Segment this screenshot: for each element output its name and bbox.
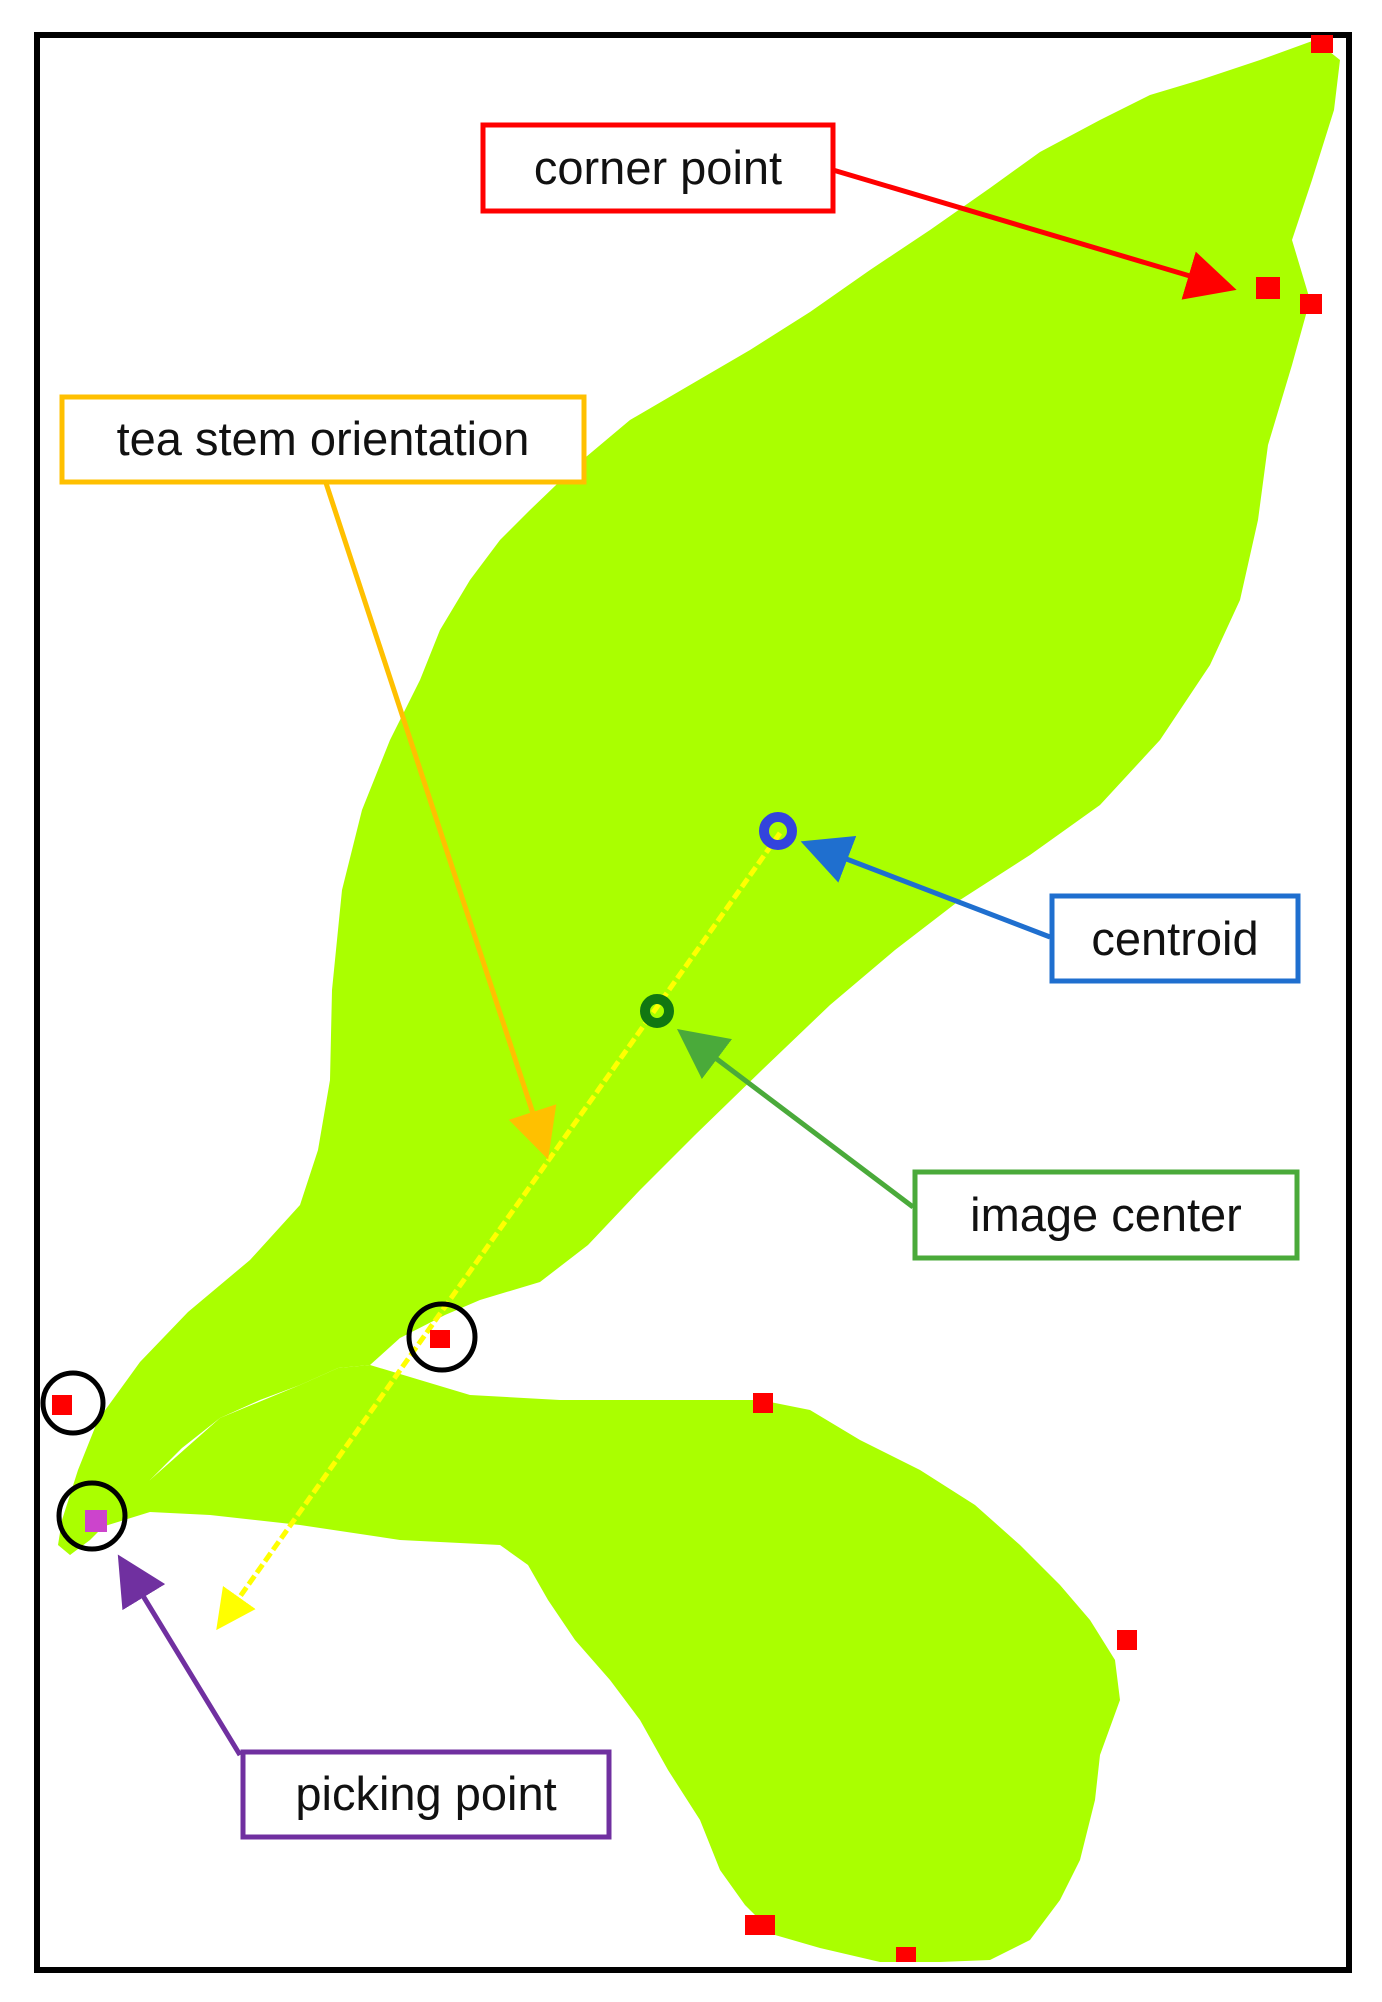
highlight-circles	[40, 1301, 478, 1552]
image-center-label: image center	[970, 1188, 1242, 1241]
centroid-label-box: centroid	[1049, 893, 1301, 984]
corner-point-marker	[1117, 1630, 1137, 1650]
tea-stem-orientation-label: tea stem orientation	[117, 412, 530, 465]
corner-point-marker	[52, 1395, 72, 1415]
centroid-marker	[759, 812, 797, 850]
corner-point-marker	[753, 1393, 773, 1413]
image-center-arrow	[677, 1028, 915, 1209]
corner-point-marker	[1300, 294, 1322, 314]
corner-point-marker	[896, 1947, 916, 1962]
centroid-arrow	[800, 835, 1051, 940]
picking-point-label: picking point	[295, 1767, 556, 1820]
highlight-circle	[406, 1301, 478, 1373]
corner-point-label: corner point	[534, 141, 782, 194]
picking-point-arrow	[117, 1554, 243, 1757]
centroid-label: centroid	[1091, 912, 1258, 965]
corner-point-marker	[745, 1915, 775, 1935]
image-center-marker	[640, 994, 674, 1028]
highlight-circle	[40, 1370, 106, 1436]
corner-point-marker	[430, 1330, 450, 1348]
corner-point-arrow	[832, 167, 1237, 300]
picking-point-label-box: picking point	[240, 1749, 612, 1840]
corner-point-marker	[1311, 35, 1333, 53]
lower-leaf-region	[62, 1365, 1120, 1962]
image-frame	[34, 32, 1352, 1973]
tea-stem-orientation-label-box: tea stem orientation	[59, 394, 587, 485]
tea-stem-orientation-arrow	[322, 479, 557, 1160]
highlight-circle	[56, 1480, 128, 1552]
corner-point-markers	[52, 35, 1333, 1962]
corner-point-marker	[1256, 277, 1280, 299]
tea-stem-orientation-line	[216, 831, 783, 1631]
image-center-label-box: image center	[912, 1169, 1300, 1261]
upper-leaf-region	[58, 40, 1340, 1555]
corner-point-label-box: corner point	[480, 122, 836, 214]
picking-point-marker	[85, 1510, 107, 1532]
